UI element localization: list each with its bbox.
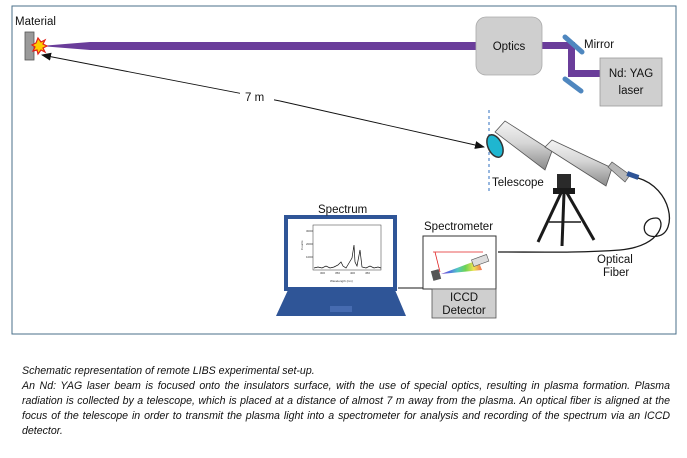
telescope-body: [544, 139, 613, 187]
laser-beam-optics-mirror: [542, 42, 572, 49]
telescope-fiber-connector: [626, 171, 640, 180]
caption-body: An Nd: YAG laser beam is focused onto th…: [22, 380, 670, 437]
laser-label-line2: laser: [619, 85, 644, 97]
spectrometer-dispersion: [441, 260, 482, 274]
laser-beam-to-laser: [568, 70, 600, 77]
plasma-spark-icon: [30, 36, 49, 56]
telescope-eyepiece: [607, 161, 631, 183]
caption-title: Schematic representation of remote LIBS …: [22, 365, 315, 377]
mirror-upper: [562, 34, 585, 55]
laser-beam-cone: [40, 42, 90, 50]
tripod-leg-right: [565, 192, 596, 241]
tripod-leg-left: [536, 192, 563, 243]
telescope-label: Telescope: [492, 177, 544, 189]
figure-frame: [11, 5, 677, 335]
laser-label-line1: Nd: YAG: [609, 68, 653, 80]
telescope-lens: [486, 133, 504, 159]
laser-beam-vertical: [568, 42, 575, 76]
laser-beam: [90, 42, 476, 50]
iccd-box: [431, 288, 497, 319]
optical-fiber: [497, 177, 671, 253]
iccd-label-line1: ICCD: [450, 292, 478, 304]
distance-label: 7 m: [245, 92, 264, 104]
spectrum-ytick: 2000: [306, 242, 313, 246]
spectrum-xtick: 350: [335, 271, 340, 275]
telescope-mount: [557, 174, 571, 190]
distance-arrow-right: [279, 100, 485, 149]
laser-box: [599, 57, 663, 107]
figure-caption: Schematic representation of remote LIBS …: [22, 364, 670, 439]
optics-box: [475, 16, 543, 76]
mirror-lower: [562, 76, 584, 94]
tripod-leg-center: [560, 192, 566, 247]
iccd-label-line2: Detector: [442, 305, 486, 317]
optics-label: Optics: [493, 41, 526, 53]
spectrometer-detector-strip: [471, 254, 490, 267]
spectrum-trace: [313, 244, 382, 269]
spectrum-ylabel: Counts: [300, 240, 304, 250]
telescope-mount-base: [553, 188, 575, 194]
laptop-trackpad: [330, 306, 352, 312]
fiber-label-line1: Optical: [597, 254, 633, 266]
spectrometer-mirror-beam: [434, 251, 441, 273]
material-label: Material: [15, 16, 56, 28]
fiber-label-line2: Fiber: [603, 267, 629, 279]
spectrum-plot-area: [312, 224, 382, 271]
distance-label-bg: [240, 88, 274, 104]
spectrum-ytick: 3000: [306, 229, 313, 233]
spectrum-xtick: 300: [320, 271, 325, 275]
spectrum-ytick: 1000: [306, 255, 313, 259]
spectrum-xtick: 400: [350, 271, 355, 275]
telescope: [486, 120, 640, 247]
spectrum-xtick: 450: [365, 271, 370, 275]
telescope-tube: [494, 120, 553, 171]
spectrum-xlabel: Wavelength (nm): [330, 279, 353, 283]
spectrometer-grating: [430, 269, 442, 281]
spectrum-label: Spectrum: [318, 204, 367, 216]
mirror-label: Mirror: [584, 39, 614, 51]
laptop-base: [276, 290, 406, 316]
spectrometer-label: Spectrometer: [424, 221, 493, 233]
